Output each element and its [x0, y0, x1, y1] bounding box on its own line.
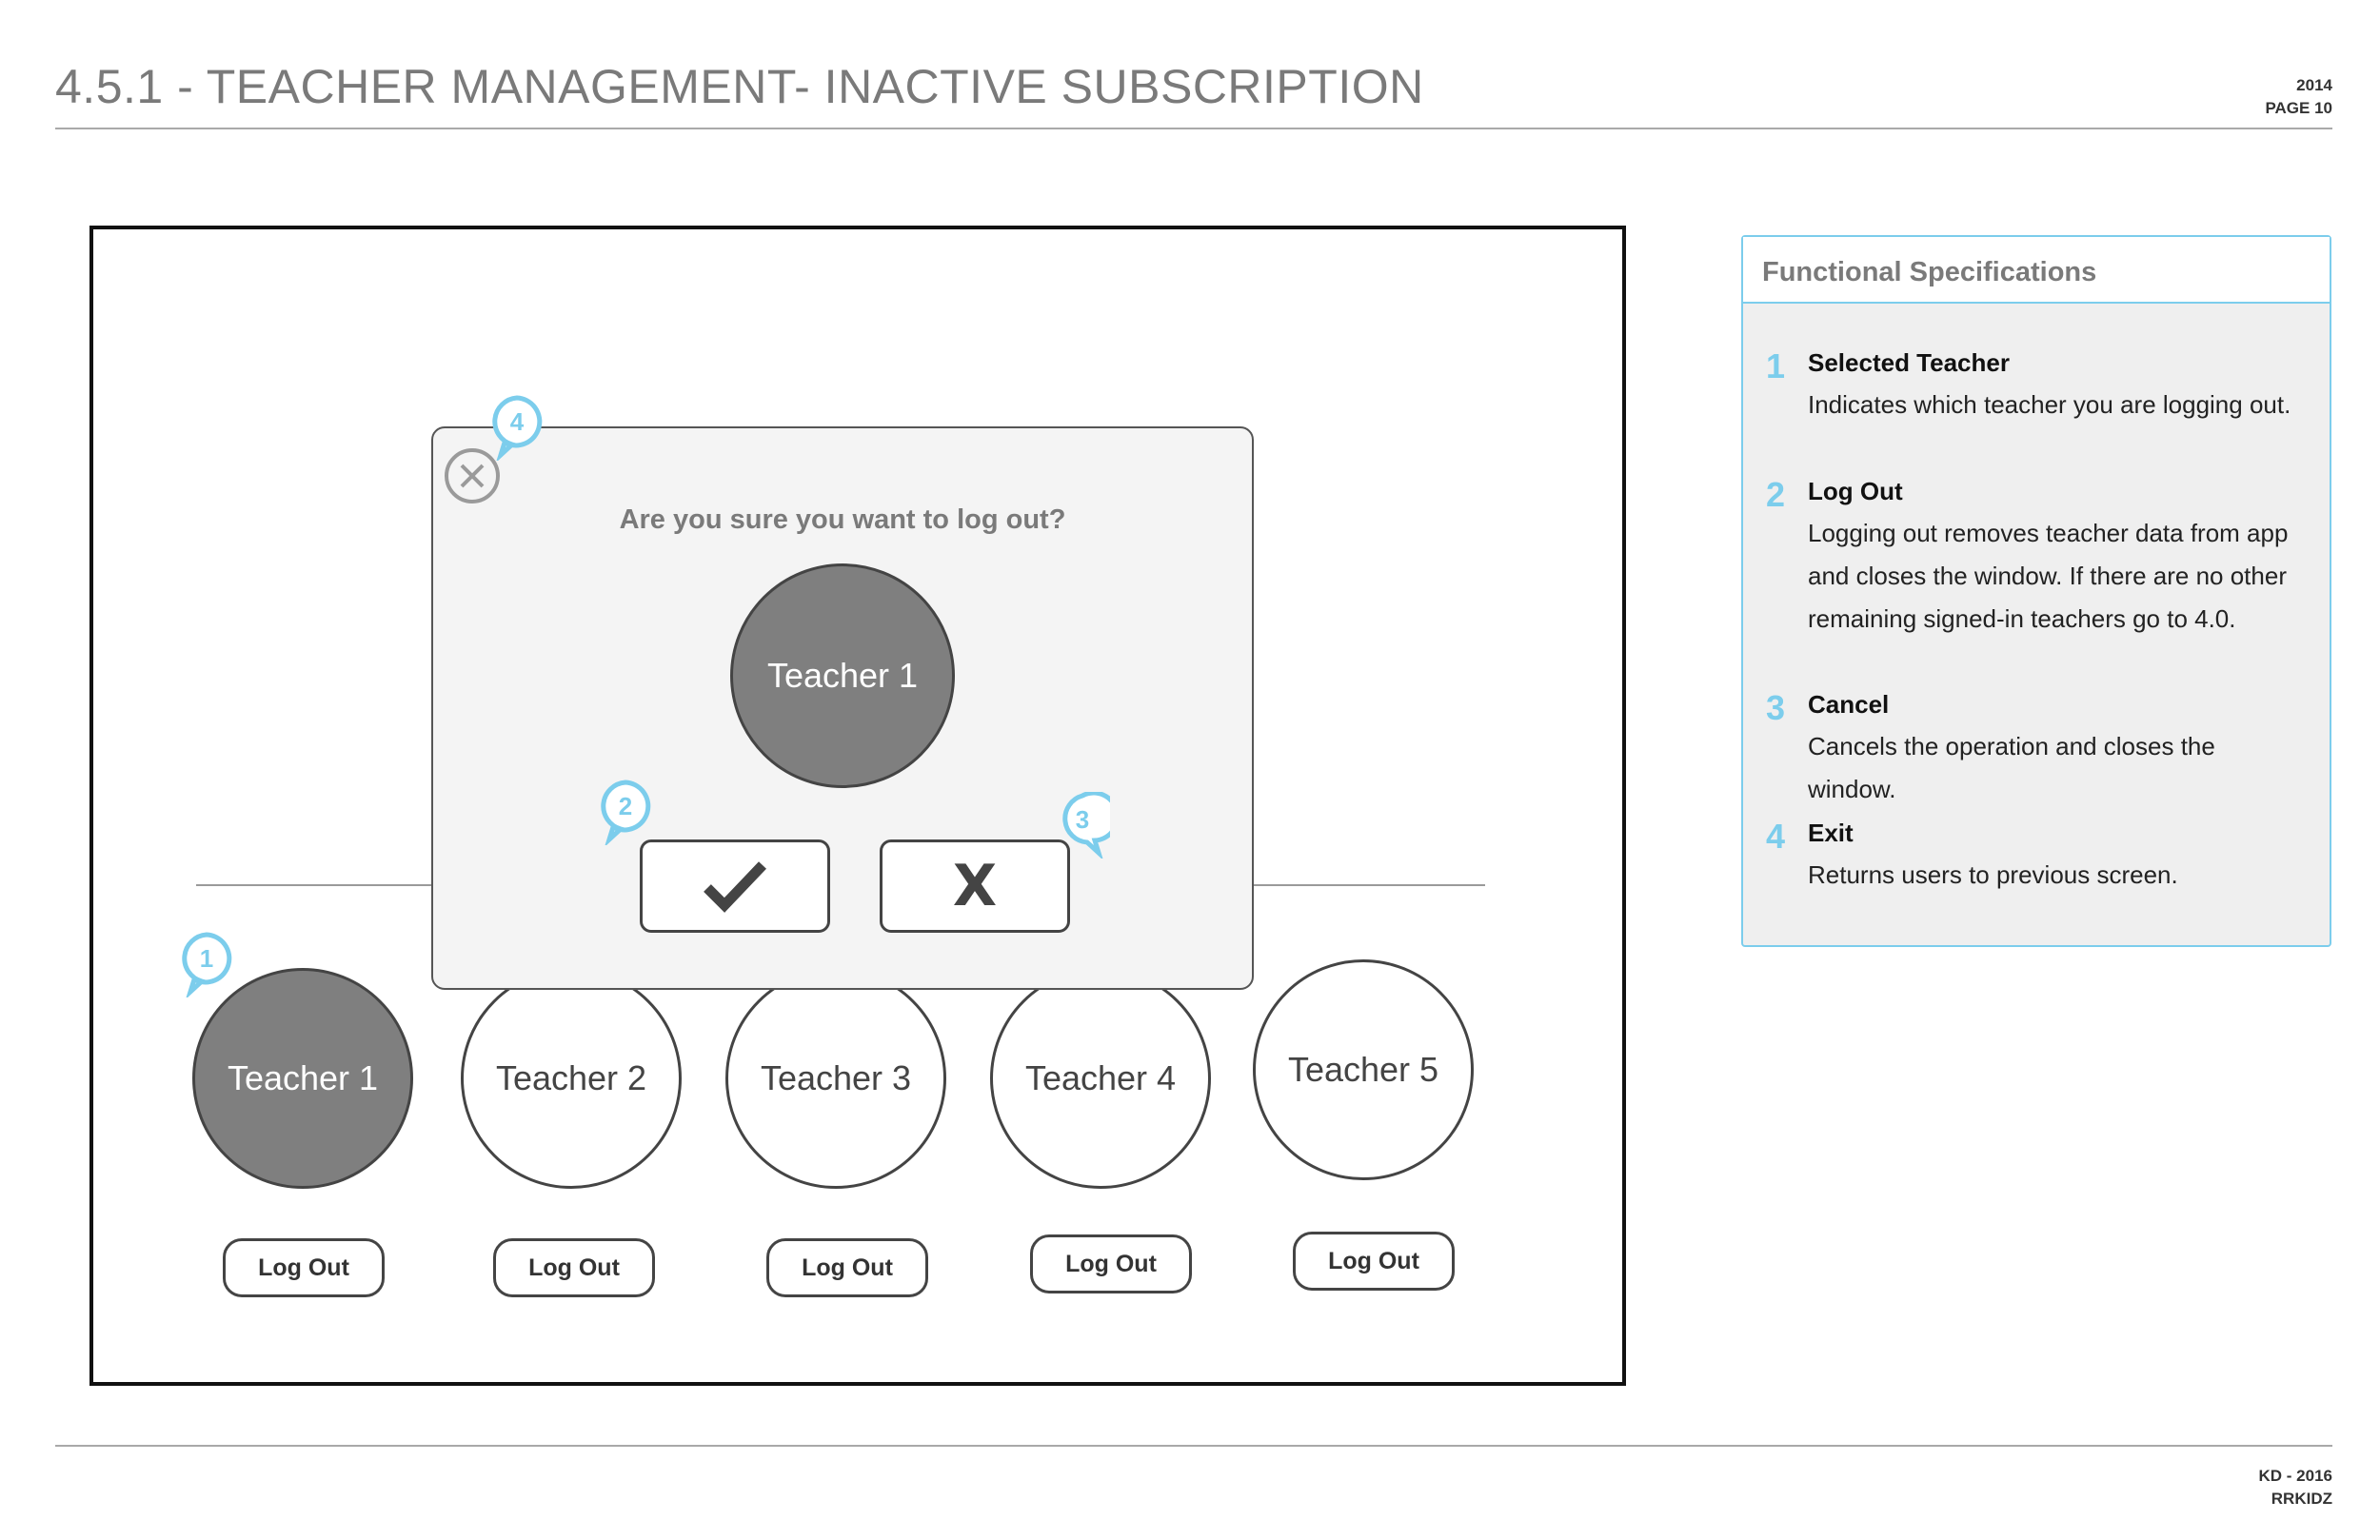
logout-button-3[interactable]: Log Out: [766, 1238, 928, 1297]
cancel-logout-button[interactable]: X: [880, 839, 1070, 933]
callout-marker-4: 4: [492, 395, 543, 461]
specs-panel: [1741, 235, 2331, 947]
callout-marker-2: 2: [601, 780, 651, 845]
spec-name-2: Log Out: [1808, 477, 1903, 505]
spec-num-4: 4: [1766, 817, 1786, 856]
logout-button-2[interactable]: Log Out: [493, 1238, 655, 1297]
logout-button-5[interactable]: Log Out: [1293, 1232, 1455, 1291]
callout-marker-3-label: 3: [1076, 805, 1089, 834]
spec-name-3: Cancel: [1808, 690, 1890, 719]
device-frame: [89, 226, 1626, 1386]
spec-num-1: 1: [1766, 346, 1786, 385]
callout-marker-2-label: 2: [619, 792, 632, 820]
footer-line-2: RRKIDZ: [2271, 1490, 2332, 1508]
footer-meta: KD - 2016 RRKIDZ: [2259, 1465, 2332, 1510]
callout-marker-3: 3: [1062, 792, 1110, 859]
teacher-avatar-1[interactable]: Teacher 1: [192, 968, 413, 1189]
footer-rule: [55, 1445, 2332, 1447]
checkmark-icon: [704, 861, 766, 913]
callout-marker-1: 1: [182, 932, 232, 997]
specs-title: Functional Specifications: [1762, 257, 2097, 287]
logout-button-1[interactable]: Log Out: [223, 1238, 385, 1297]
teacher-avatar-2[interactable]: Teacher 2: [461, 968, 682, 1189]
spec-desc-4: Returns users to previous screen.: [1808, 860, 2178, 889]
header-meta: 2014 PAGE 10: [2265, 74, 2332, 120]
teacher-avatar-4[interactable]: Teacher 4: [990, 968, 1211, 1189]
logout-button-4[interactable]: Log Out: [1030, 1234, 1192, 1293]
spec-desc-2: Logging out removes teacher data from ap…: [1808, 519, 2289, 633]
close-circle-icon[interactable]: [444, 447, 501, 504]
spec-name-1: Selected Teacher: [1808, 348, 2010, 377]
confirm-logout-button[interactable]: [640, 839, 830, 933]
spec-desc-3: Cancels the operation and closes the win…: [1808, 732, 2215, 803]
header-rule: [55, 128, 2332, 129]
specs-header: [1743, 237, 2330, 304]
teacher-avatar-5[interactable]: Teacher 5: [1253, 959, 1474, 1180]
spec-num-3: 3: [1766, 688, 1786, 727]
spec-desc-1: Indicates which teacher you are logging …: [1808, 390, 2291, 419]
cancel-x-label: X: [952, 853, 998, 919]
footer-line-1: KD - 2016: [2258, 1467, 2332, 1485]
header-year: 2014: [2296, 76, 2332, 94]
callout-marker-4-label: 4: [510, 407, 525, 436]
page-title: 4.5.1 - TEACHER MANAGEMENT- INACTIVE SUB…: [55, 60, 1424, 113]
modal-teacher-avatar: Teacher 1: [730, 563, 955, 788]
header-page: PAGE 10: [2265, 99, 2332, 117]
modal-question: Are you sure you want to log out?: [619, 504, 1066, 535]
spec-num-2: 2: [1766, 475, 1786, 514]
spec-name-4: Exit: [1808, 819, 1854, 847]
callout-marker-1-label: 1: [200, 944, 213, 973]
teacher-avatar-3[interactable]: Teacher 3: [725, 968, 946, 1189]
